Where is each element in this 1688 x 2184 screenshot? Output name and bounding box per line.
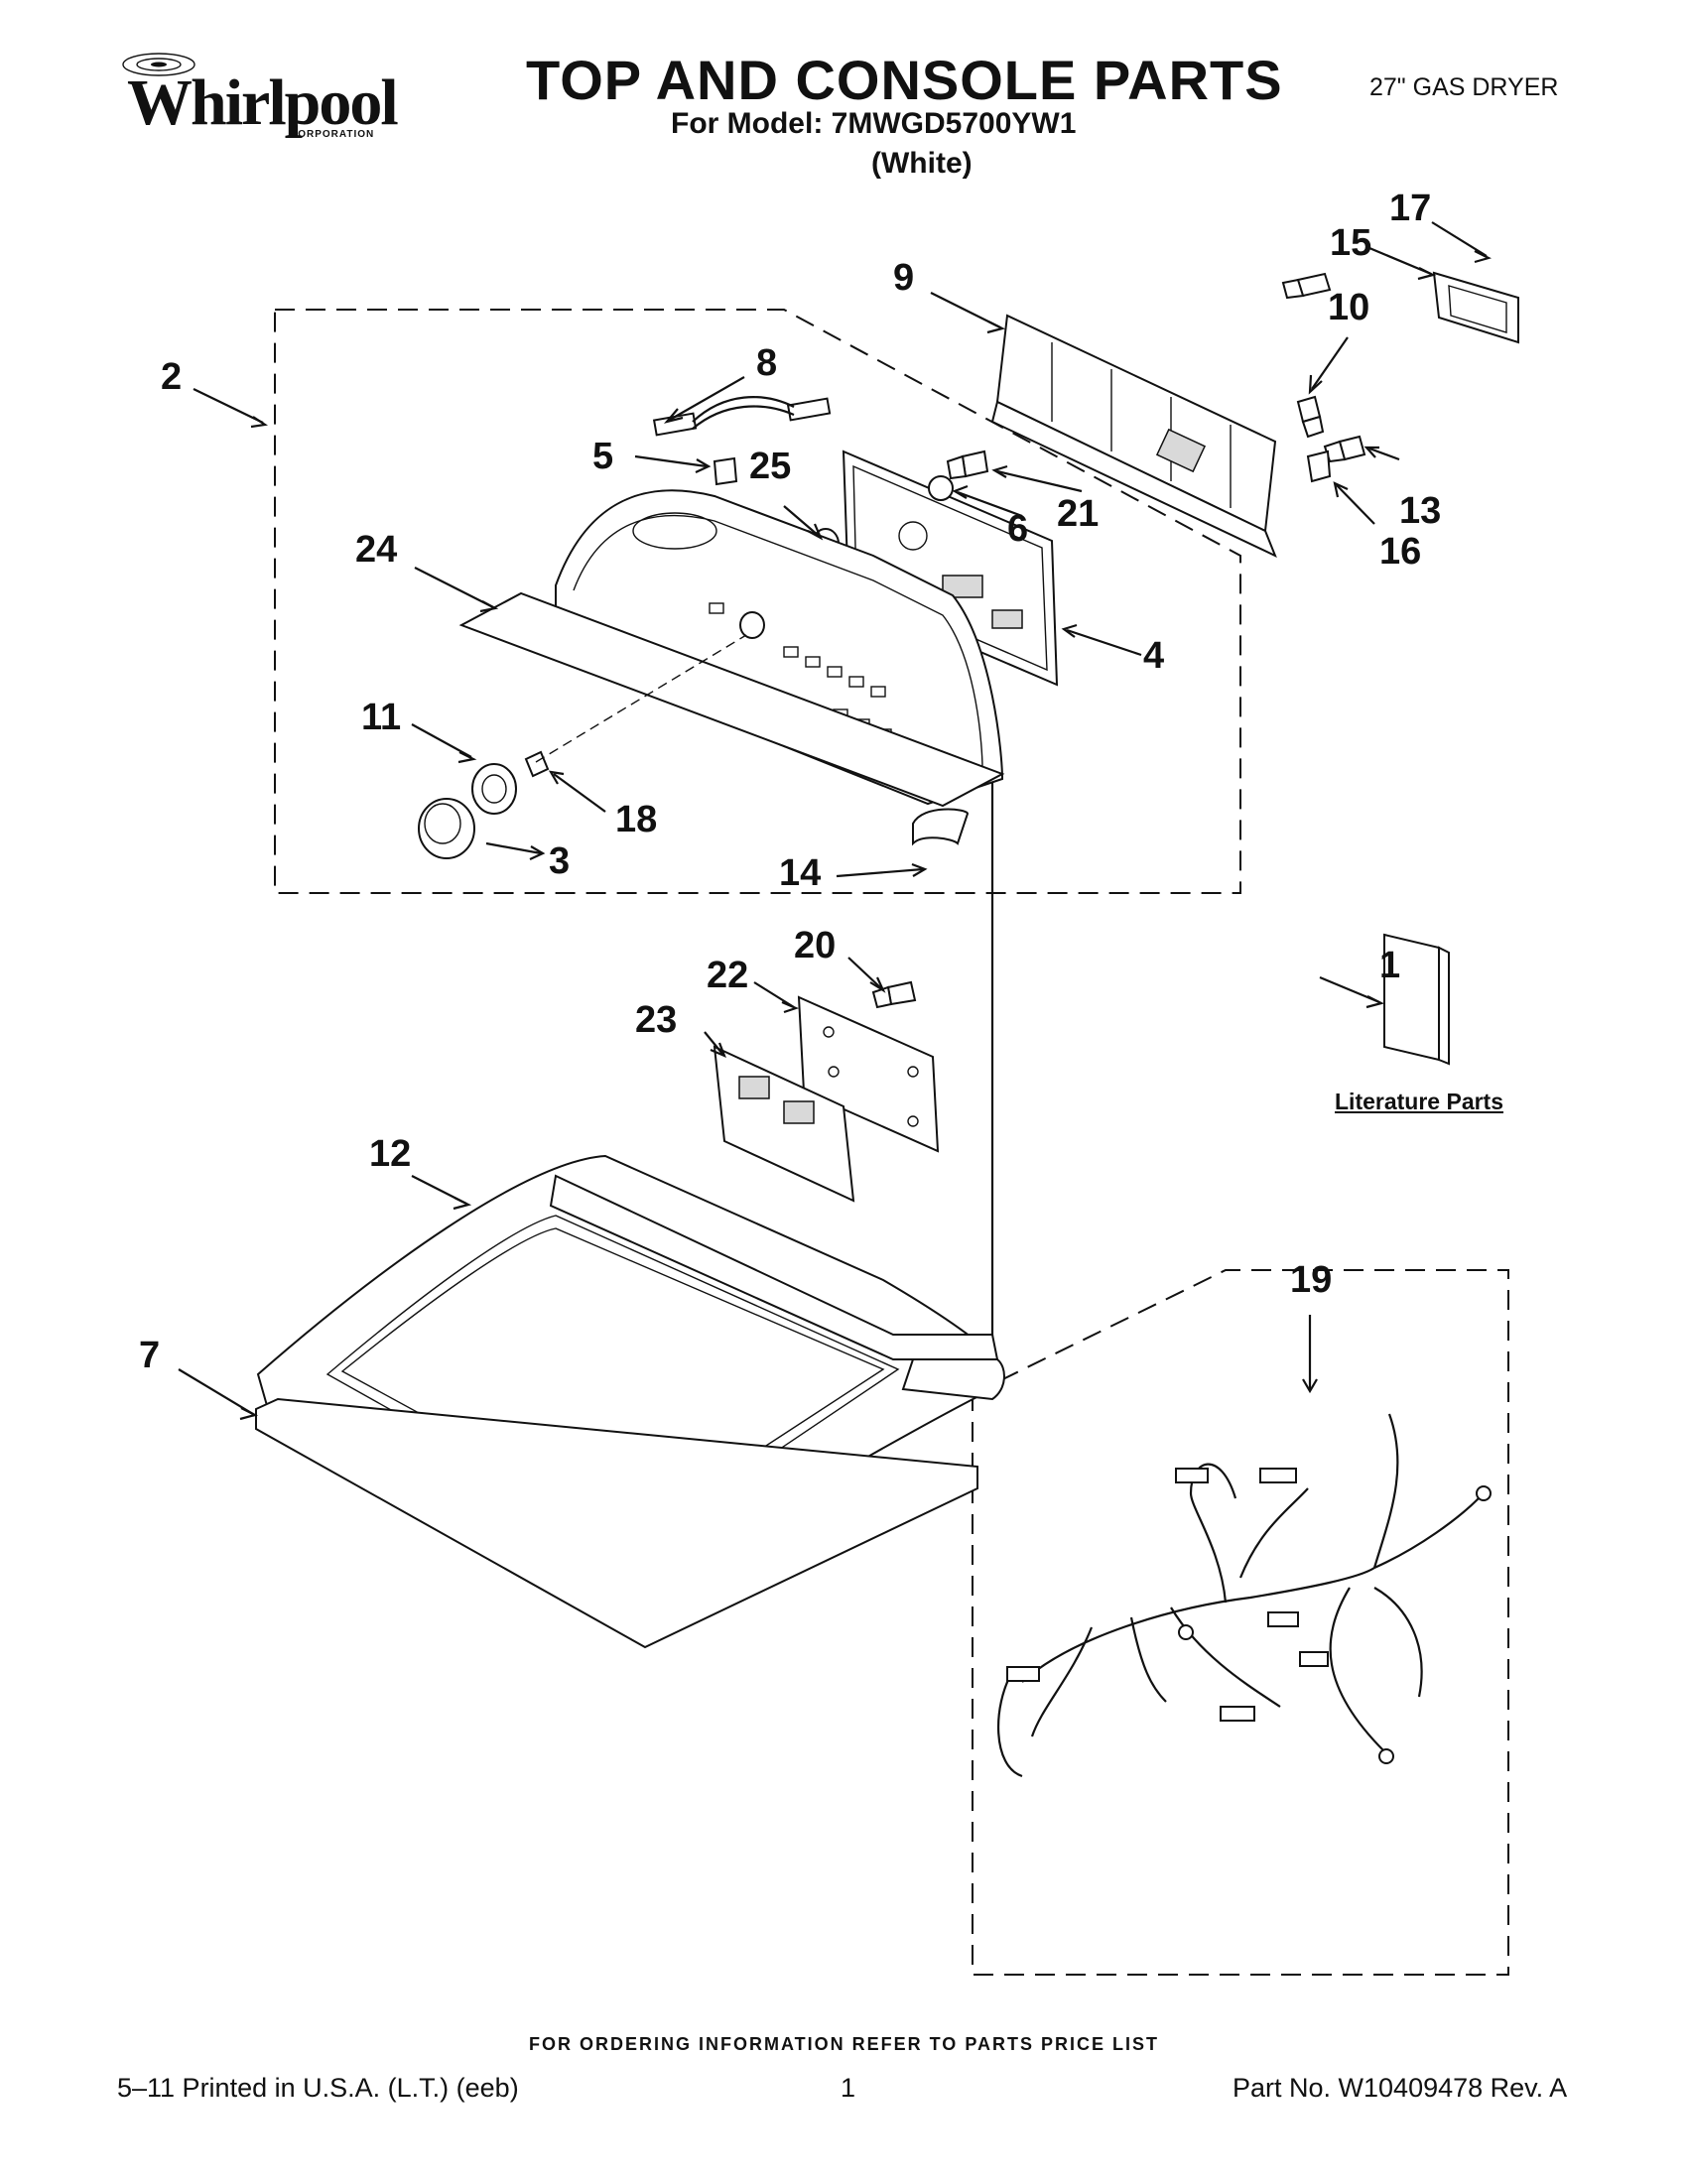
callout-17: 17 (1389, 188, 1431, 229)
callout-13: 13 (1399, 490, 1441, 532)
model-number: For Model: 7MWGD5700YW1 (671, 107, 1077, 140)
part-14-clip (912, 808, 970, 846)
part-21-screw (946, 450, 989, 480)
part-5-bracket (713, 456, 738, 486)
callout-12: 12 (369, 1133, 411, 1175)
part-10-screw (1296, 395, 1325, 439)
callout-10: 10 (1328, 287, 1369, 328)
callout-1: 1 (1379, 945, 1400, 986)
callout-2: 2 (161, 356, 182, 398)
whirlpool-swirl-icon (122, 53, 195, 76)
part-control-board (842, 450, 1059, 687)
callout-4: 4 (1143, 635, 1164, 677)
part-22-plate (797, 995, 940, 1153)
page-number: 1 (841, 2073, 856, 2103)
callout-6: 6 (1007, 508, 1028, 550)
part-20-screw (871, 980, 917, 1009)
part-6-encoder (928, 475, 954, 501)
callout-labels: 1 2 3 4 5 6 7 8 9 10 11 12 13 14 15 16 1… (139, 188, 1441, 1376)
literature-parts-label: Literature Parts (1335, 1089, 1504, 1114)
part-console-housing (555, 489, 1004, 806)
callout-7: 7 (139, 1335, 160, 1376)
product-type: 27" GAS DRYER (1369, 73, 1559, 101)
callout-3: 3 (549, 840, 570, 882)
callout-11: 11 (361, 697, 401, 738)
callout-8: 8 (756, 342, 777, 384)
part-13-screw (1323, 435, 1366, 463)
callout-19: 19 (1290, 1259, 1332, 1301)
part-number: Part No. W10409478 Rev. A (1233, 2073, 1568, 2103)
model-color: (White) (871, 147, 973, 180)
part-16-clip (1306, 450, 1332, 483)
callout-21: 21 (1057, 493, 1099, 535)
callout-16: 16 (1379, 531, 1421, 573)
part-11-bezel (471, 763, 517, 815)
part-23-module (713, 1045, 855, 1203)
brand-sub: CORPORATION (290, 129, 375, 140)
ordering-info: FOR ORDERING INFORMATION REFER TO PARTS … (528, 2034, 1159, 2054)
page-title: TOP AND CONSOLE PARTS (526, 49, 1283, 111)
part-7-pad (255, 1397, 978, 1649)
callout-25: 25 (749, 446, 791, 487)
part-console-bracket (990, 314, 1277, 558)
callout-23: 23 (635, 999, 677, 1041)
part-3-knob (418, 798, 475, 859)
part-24-trim (458, 591, 1005, 808)
harness-outline (972, 1269, 1509, 1976)
callout-24: 24 (355, 529, 397, 571)
part-18-spring (524, 750, 550, 778)
part-15-bracket (1432, 271, 1519, 344)
leader-lines (178, 221, 1493, 1421)
part-17-screw (1281, 272, 1332, 300)
callout-18: 18 (615, 799, 657, 840)
callout-14: 14 (779, 852, 821, 894)
callout-22: 22 (707, 955, 748, 996)
print-info: 5–11 Printed in U.S.A. (L.T.) (eeb) (117, 2073, 519, 2103)
callout-20: 20 (794, 925, 836, 966)
part-19-harness (997, 1413, 1492, 1778)
callout-5: 5 (592, 436, 613, 477)
brand-logo: Whirlpool (127, 66, 399, 139)
callout-15: 15 (1330, 222, 1371, 264)
part-8-wire (652, 396, 832, 437)
callout-9: 9 (893, 257, 914, 299)
